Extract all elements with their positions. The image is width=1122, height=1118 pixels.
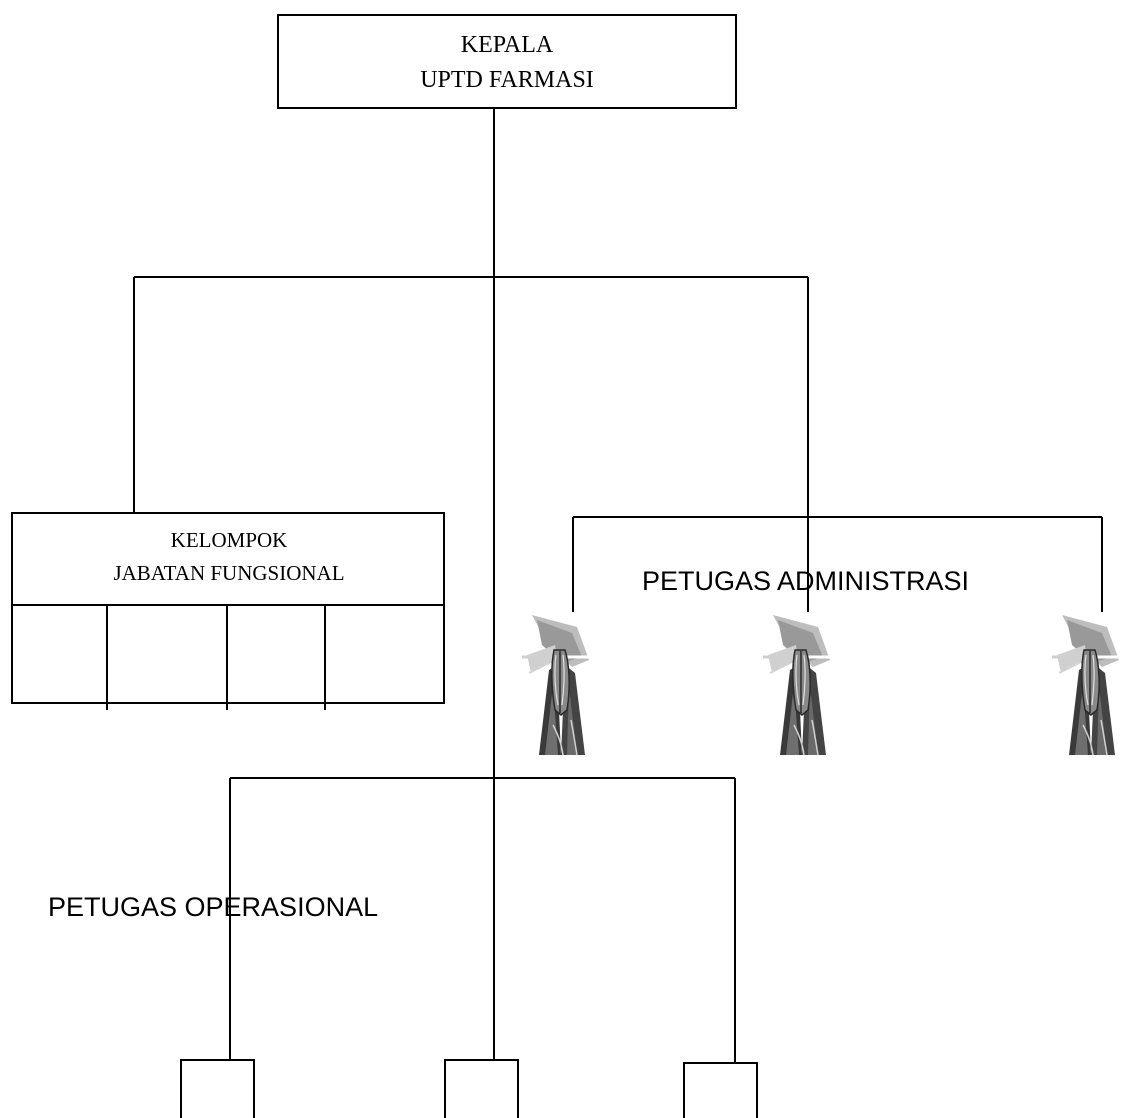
head-box xyxy=(277,14,737,109)
admin-figure-1-icon xyxy=(520,613,597,757)
operational-box-1 xyxy=(180,1059,255,1118)
head-title-line1: KEPALA xyxy=(461,32,554,58)
functional-group-line2: JABATAN FUNGSIONAL xyxy=(113,561,344,585)
operational-box-3 xyxy=(683,1062,758,1118)
operational-box-2 xyxy=(444,1059,519,1118)
functional-group-line1: KELOMPOK xyxy=(171,528,288,552)
administration-label: PETUGAS ADMINISTRASI xyxy=(642,566,969,596)
head-title-line2: UPTD FARMASI xyxy=(420,67,594,93)
admin-figure-2-icon xyxy=(761,613,838,757)
admin-figure-3-icon xyxy=(1050,613,1122,757)
operational-label: PETUGAS OPERASIONAL xyxy=(48,892,378,922)
